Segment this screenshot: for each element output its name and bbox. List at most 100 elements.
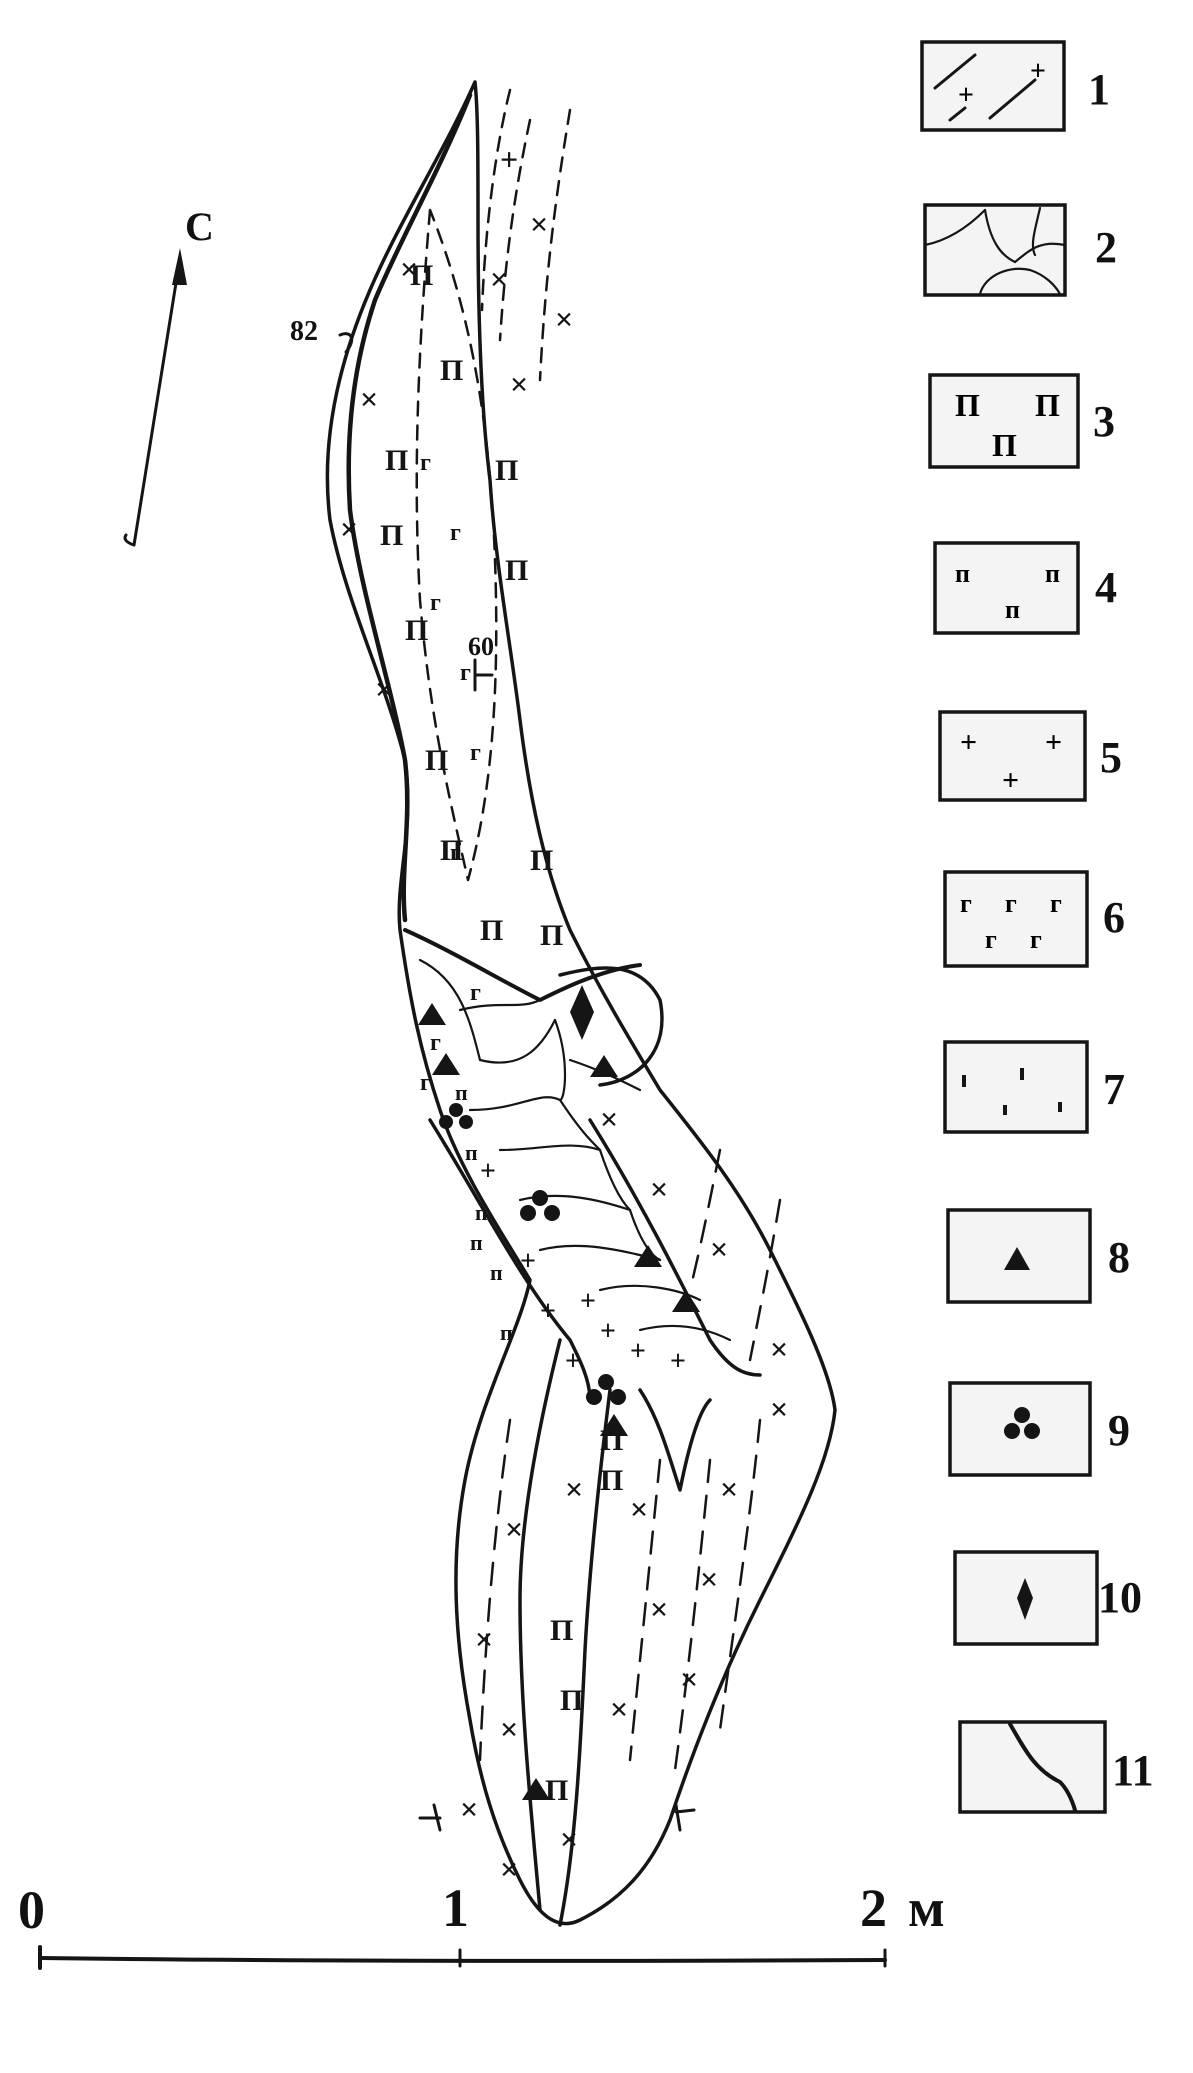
svg-text:П: П [440,834,463,867]
legend-swatch-2 [923,203,1067,297]
scale-tick-0: 0 [18,1880,45,1940]
legend-item-11: 11 [958,1720,1154,1814]
svg-text:г: г [430,590,441,616]
dip-label-2: 60 [468,632,494,661]
legend-number-2: 2 [1095,223,1117,272]
legend-number-3: 3 [1093,397,1115,446]
svg-text:×: × [610,1691,628,1727]
svg-text:+: + [1030,56,1046,87]
svg-text:×: × [710,1231,728,1267]
svg-text:×: × [360,381,378,417]
svg-text:г: г [960,889,972,918]
svg-text:п: п [1005,595,1020,624]
svg-text:×: × [475,1621,493,1657]
svg-text:п: п [465,1140,478,1165]
svg-text:×: × [600,1101,618,1137]
svg-text:×: × [770,1331,788,1367]
svg-text:×: × [555,301,573,337]
scale-unit: м [908,1878,945,1938]
legend-swatch-4 [933,541,1080,635]
svg-text:×: × [560,1821,578,1857]
svg-text:п: п [500,1320,513,1345]
svg-text:+: + [540,1296,556,1327]
legend-item-10: 10 [953,1550,1142,1646]
svg-text:×: × [490,261,508,297]
svg-text:П: П [600,1464,623,1497]
svg-text:п: п [470,1230,483,1255]
svg-text:×: × [700,1561,718,1597]
legend-swatch-11 [958,1720,1107,1814]
svg-text:+: + [1002,764,1019,797]
svg-text:+: + [500,141,518,177]
svg-text:+: + [480,1156,496,1187]
svg-text:п: п [1045,559,1060,588]
svg-text:г: г [985,925,997,954]
svg-text:г: г [1050,889,1062,918]
svg-text:П: П [480,914,503,947]
legend-item-7: 7 [943,1040,1125,1134]
svg-text:+: + [960,726,977,759]
north-label: С [185,204,214,249]
legend-number-4: 4 [1095,563,1117,612]
legend-number-8: 8 [1108,1233,1130,1282]
svg-text:П: П [380,519,403,552]
svg-text:×: × [530,206,548,242]
legend-swatch-3 [928,373,1080,469]
svg-text:П: П [550,1614,573,1647]
svg-text:г: г [420,450,431,476]
svg-text:×: × [720,1471,738,1507]
legend-item-5: +++ 5 [938,710,1122,802]
legend-item-1: + + 1 [920,40,1110,132]
north-arrow: С [123,204,214,547]
svg-text:+: + [520,1246,536,1277]
svg-text:×: × [500,1711,518,1747]
legend-number-7: 7 [1103,1065,1125,1114]
svg-text:×: × [565,1471,583,1507]
svg-text:П: П [495,454,518,487]
svg-text:г: г [450,840,461,866]
svg-text:+: + [670,1346,686,1377]
svg-text:П: П [540,919,563,952]
svg-text:П: П [405,614,428,647]
svg-text:×: × [400,251,418,287]
legend-item-9: 9 [948,1381,1130,1477]
svg-text:+: + [958,80,974,111]
scale-tick-1: 1 [442,1878,469,1938]
svg-text:П: П [530,844,553,877]
svg-text:+: + [600,1316,616,1347]
svg-text:×: × [770,1391,788,1427]
svg-text:г: г [420,1070,431,1096]
legend-item-8: 8 [946,1208,1130,1304]
legend-number-10: 10 [1098,1573,1142,1622]
svg-text:×: × [375,671,393,707]
legend-swatch-7 [943,1040,1089,1134]
legend-number-6: 6 [1103,893,1125,942]
svg-text:п: п [455,1080,468,1105]
svg-text:г: г [460,660,471,686]
svg-text:×: × [505,1511,523,1547]
legend-number-11: 11 [1112,1746,1154,1795]
svg-text:×: × [630,1491,648,1527]
svg-text:П: П [440,354,463,387]
svg-text:г: г [1005,889,1017,918]
svg-text:г: г [470,740,481,766]
svg-text:×: × [510,366,528,402]
legend-number-1: 1 [1088,65,1110,114]
svg-text:×: × [650,1171,668,1207]
legend-swatch-9 [948,1381,1092,1477]
svg-text:×: × [340,511,358,547]
legend-item-2: 2 [923,203,1117,297]
svg-text:+: + [630,1336,646,1367]
svg-text:г: г [430,1030,441,1056]
svg-text:×: × [650,1591,668,1627]
svg-text:П: П [1035,387,1060,423]
map-symbols: +×× ××× ××× ××× ××× ××× ××× ××× ××× ППП … [340,141,788,1887]
svg-text:П: П [955,387,980,423]
svg-text:П: П [560,1684,583,1717]
scale-bar: 0 1 2 м [18,1878,945,1970]
